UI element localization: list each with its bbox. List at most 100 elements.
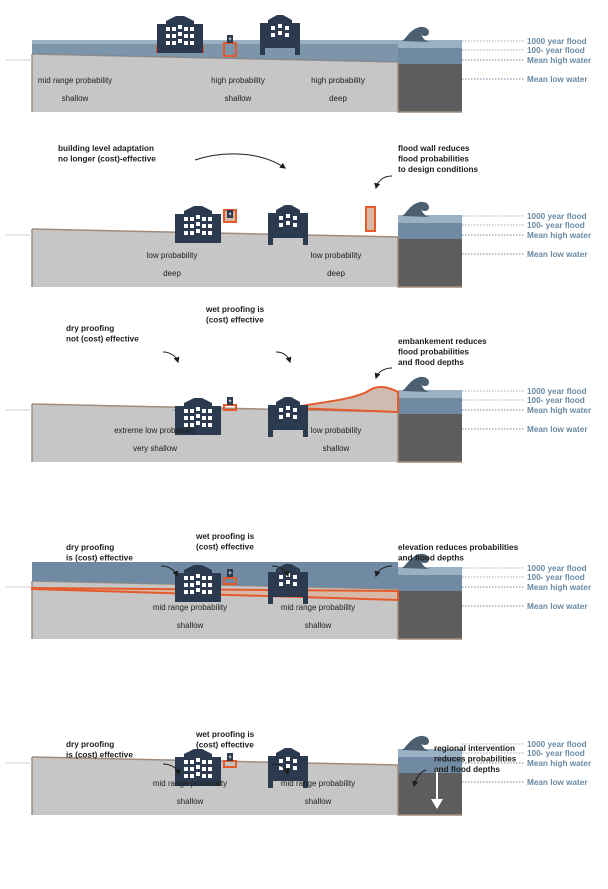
zone-probability-label: extreme low probability (114, 426, 196, 435)
electricity-icon (227, 210, 233, 218)
annotation-line: building level adaptation (58, 144, 154, 153)
elec-protection-outline (223, 760, 237, 768)
legend-100-year-flood: 100- year flood (527, 46, 585, 55)
annotation-line: is (cost) effective (66, 554, 133, 563)
flood-water-on-land (32, 40, 398, 62)
annotation-arrow (162, 763, 181, 776)
sea-deep-water (398, 591, 462, 639)
legend-100-year-flood: 100- year flood (527, 221, 585, 230)
sea-flood-band (398, 215, 462, 223)
annotation-arrow (271, 565, 290, 578)
apartment-building-icon (157, 16, 203, 53)
legend-100-year-flood: 100- year flood (527, 573, 585, 582)
annotation-arrow (374, 565, 393, 578)
legend-mean-high-water: Mean high water (527, 583, 592, 592)
zone-depth-label: very shallow (133, 444, 177, 453)
embankment (289, 385, 399, 414)
annotation-elevation: elevation reduces probabilities and flood… (374, 543, 519, 578)
electricity-icon (227, 397, 233, 405)
annotation-wet-proofing: wet proofing is (cost) effective (205, 305, 292, 364)
annotation-arrow (271, 763, 290, 776)
annotation-line: is (cost) effective (66, 751, 133, 760)
annotation-line: (cost) effective (196, 543, 254, 552)
annotation-line: dry proofing (66, 740, 114, 749)
sea-high-water (398, 48, 462, 64)
annotation-line: no longer (cost)-effective (58, 155, 156, 164)
annotation-line: elevation reduces probabilities (398, 543, 519, 552)
annotation-line: embankement reduces (398, 337, 487, 346)
annotation-line: regional intervention (434, 744, 515, 753)
annotation-arrow (374, 175, 393, 190)
sea-flood-band (398, 390, 462, 398)
annotation-wet-proofing: wet proofing is (cost) effective (195, 532, 290, 578)
legend-mean-low-water: Mean low water (527, 778, 588, 787)
annotation-dry-proofing: dry proofing is (cost) effective (66, 543, 179, 578)
annotation-embankment: embankement reduces flood probabilitiesan… (374, 337, 487, 380)
wave-icon (402, 735, 430, 751)
sea-flood-band (398, 40, 462, 48)
legend-mean-high-water: Mean high water (527, 56, 592, 65)
elec-protection-outline (223, 404, 237, 411)
legend-mean-low-water: Mean low water (527, 425, 588, 434)
zone-depth-label: shallow (62, 94, 89, 103)
annotation-arrow (162, 351, 180, 364)
annotation-building-level: building level adaptation no longer (cost… (58, 144, 286, 169)
annotation-line: flood probabilities (398, 348, 469, 357)
zone-probability-label: mid range probability (281, 603, 355, 612)
legend-1000-year-flood: 1000 year flood (527, 212, 587, 221)
legend-mean-low-water: Mean low water (527, 602, 588, 611)
flood-wall (365, 206, 376, 232)
zone-probability-label: mid range probability (281, 779, 355, 788)
annotation-line: and flood depths (398, 358, 464, 367)
zone-depth-label: shallow (323, 444, 350, 453)
zone-depth-label: shallow (305, 797, 332, 806)
legend-mean-low-water: Mean low water (527, 250, 588, 259)
sea-high-water (398, 223, 462, 239)
annotation-arrow (160, 565, 179, 578)
lowering-arrow-head (431, 799, 443, 809)
zone-probability-label: low probability (311, 251, 362, 260)
sea-deep-water (398, 64, 462, 112)
sea-deep-water (398, 239, 462, 287)
annotation-regional: regional intervention reduces probabiliti… (412, 744, 517, 788)
flood-water-top (32, 40, 398, 44)
legend-100-year-flood: 100- year flood (527, 749, 585, 758)
annotation-line: (cost) effective (206, 316, 264, 325)
legend-1000-year-flood: 1000 year flood (527, 37, 587, 46)
legend-1000-year-flood: 1000 year flood (527, 564, 587, 573)
annotation-line: wet proofing is (205, 305, 265, 314)
zone-depth-label: shallow (305, 621, 332, 630)
sea-flood-band (398, 749, 462, 757)
annotation-line: and flood depths (398, 554, 464, 563)
annotation-arrow (275, 351, 292, 364)
annotation-line: and flood depths (434, 765, 500, 774)
sea-high-water (398, 398, 462, 414)
annotation-arrow (374, 367, 393, 380)
annotation-line: reduces probabilities (434, 755, 517, 764)
zone-probability-label: low probability (147, 251, 198, 260)
annotation-line: dry proofing (66, 543, 114, 552)
zone-depth-label: shallow (177, 797, 204, 806)
sea-high-water (398, 757, 462, 773)
sea-flood-band (398, 567, 462, 575)
zone-probability-label: mid range probability (153, 779, 227, 788)
zone-probability-label: high probability (311, 76, 365, 85)
electricity-icon (227, 753, 233, 761)
annotation-line: wet proofing is (195, 532, 255, 541)
wave-icon (402, 26, 430, 42)
annotation-line: not (cost) effective (66, 335, 139, 344)
sea-deep-water (398, 773, 462, 815)
zone-probability-label: high probability (211, 76, 265, 85)
apartment-building-icon (175, 206, 221, 243)
elec-protection-outline (223, 577, 237, 585)
legend-mean-high-water: Mean high water (527, 759, 592, 768)
annotation-dry-proofing: dry proofing is (cost) effective (66, 740, 181, 776)
annotation-line: wet proofing is (195, 730, 255, 739)
